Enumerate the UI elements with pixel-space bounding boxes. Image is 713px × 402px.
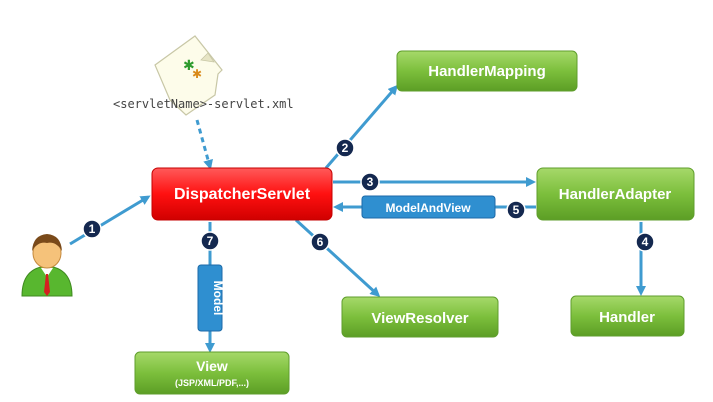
model-tag: Model <box>197 264 225 332</box>
view-label: View <box>196 358 228 374</box>
step-7-badge: 7 <box>200 231 220 251</box>
user-icon <box>21 234 73 297</box>
step-6-badge: 6 <box>310 232 330 252</box>
step-5-badge: 5 <box>506 200 526 220</box>
view-resolver-label: ViewResolver <box>371 310 468 327</box>
view-box: View (JSP/XML/PDF,...) <box>134 351 290 395</box>
step-5-number: 5 <box>513 203 520 217</box>
model-and-view-label: ModelAndView <box>385 201 471 215</box>
handler-label: Handler <box>599 309 655 326</box>
svg-text:✱: ✱ <box>183 58 195 74</box>
handler-mapping-box: HandlerMapping <box>396 50 578 92</box>
handler-adapter-box: HandlerAdapter <box>536 167 695 221</box>
step-2-badge: 2 <box>335 138 355 158</box>
step-4-number: 4 <box>642 235 649 249</box>
step-3-badge: 3 <box>360 172 380 192</box>
view-resolver-box: ViewResolver <box>341 296 499 338</box>
step-1-badge: 1 <box>82 219 102 239</box>
config-file-label: <servletName>-servlet.xml <box>113 97 294 111</box>
arrow-dispatcher-to-viewresolver <box>294 218 381 298</box>
xml-file-icon: ✱ ✱ <box>154 35 223 116</box>
step-4-badge: 4 <box>635 232 655 252</box>
step-6-number: 6 <box>317 235 324 249</box>
step-7-number: 7 <box>207 234 214 248</box>
step-1-number: 1 <box>89 222 96 236</box>
arrow-dispatcher-to-handlermapping <box>324 84 398 169</box>
view-subtitle: (JSP/XML/PDF,...) <box>175 378 249 388</box>
dispatcher-servlet-box: DispatcherServlet <box>151 167 333 221</box>
model-label: Model <box>211 281 225 316</box>
dispatcher-servlet-label: DispatcherServlet <box>174 186 311 203</box>
handler-adapter-label: HandlerAdapter <box>559 186 672 203</box>
svg-text:✱: ✱ <box>192 67 202 81</box>
step-2-number: 2 <box>342 141 349 155</box>
step-3-number: 3 <box>367 175 374 189</box>
handler-mapping-label: HandlerMapping <box>428 63 546 80</box>
model-and-view-tag: ModelAndView <box>361 195 496 219</box>
handler-box: Handler <box>570 295 685 337</box>
arrow-user-to-dispatcher <box>69 195 151 246</box>
arrow-config-to-dispatcher <box>195 119 213 170</box>
